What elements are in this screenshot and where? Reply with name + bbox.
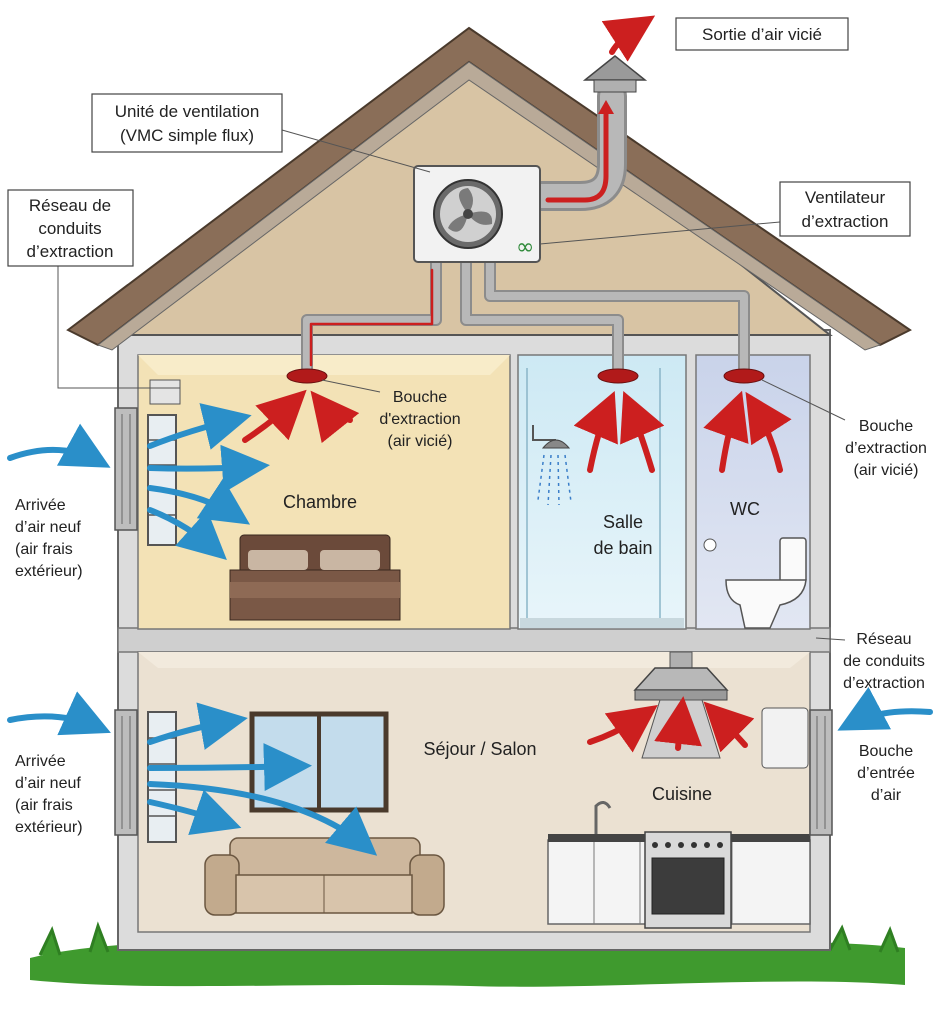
label-fresh-air-bottom: Arrivée d’air neuf (air frais extérieur): [15, 753, 83, 836]
svg-text:(air frais: (air frais: [15, 797, 73, 814]
duct-network: [301, 81, 750, 378]
svg-text:extérieur): extérieur): [15, 819, 83, 836]
bed-icon: [229, 534, 401, 621]
svg-text:Unité de ventilation: Unité de ventilation: [115, 102, 260, 121]
bathroom-label-line2: de bain: [593, 538, 652, 558]
sofa-icon: [204, 837, 445, 916]
svg-text:d’air neuf: d’air neuf: [15, 519, 81, 536]
toilet-icon: [703, 537, 807, 629]
label-vent-right: Bouche d’extraction (air vicié): [845, 418, 927, 479]
svg-text:d'extraction: d'extraction: [379, 411, 460, 428]
svg-text:de conduits: de conduits: [843, 653, 925, 670]
infinity-logo: ∞: [516, 235, 534, 260]
bedroom-window: [147, 414, 177, 546]
svg-text:Réseau: Réseau: [856, 631, 911, 648]
stove-icon: [644, 831, 732, 929]
bathroom: Salle de bain: [517, 354, 687, 630]
svg-text:Bouche: Bouche: [859, 418, 913, 435]
svg-text:(VMC simple flux): (VMC simple flux): [120, 126, 254, 145]
svg-text:d’extraction: d’extraction: [843, 675, 925, 692]
svg-text:d’extraction: d’extraction: [27, 242, 114, 261]
label-duct-network-top: Réseau de conduits d’extraction: [7, 189, 134, 267]
kitchen-air-inlet: [809, 709, 833, 836]
svg-text:d’extraction: d’extraction: [802, 212, 889, 231]
svg-text:d’air neuf: d’air neuf: [15, 775, 81, 792]
svg-text:d’extraction: d’extraction: [845, 440, 927, 457]
svg-text:Sortie d’air vicié: Sortie d’air vicié: [702, 25, 822, 44]
svg-text:(air vicié): (air vicié): [854, 462, 919, 479]
leader-lines: [57, 129, 846, 641]
svg-text:Ventilateur: Ventilateur: [805, 188, 886, 207]
living-label: Séjour / Salon: [423, 739, 536, 759]
svg-text:Réseau de: Réseau de: [29, 196, 111, 215]
label-vent-middle: Bouche d'extraction (air vicié): [379, 389, 460, 450]
label-duct-network-right: Réseau de conduits d’extraction: [843, 631, 925, 692]
label-ventilation-unit: Unité de ventilation (VMC simple flux): [91, 93, 283, 153]
label-air-inlet: Bouche d’entrée d’air: [857, 743, 915, 804]
bedroom-label: Chambre: [283, 492, 357, 512]
wc-label: WC: [730, 499, 760, 519]
svg-text:Arrivée: Arrivée: [15, 753, 66, 770]
ventilation-unit: ∞: [413, 165, 541, 263]
stale-air-arrows: [242, 15, 792, 753]
extraction-vents: [286, 368, 765, 384]
chimney-cap: [582, 55, 648, 93]
bedroom-air-inlet: [114, 407, 138, 531]
label-extraction-fan: Ventilateur d’extraction: [779, 181, 911, 237]
wc-room: WC: [695, 354, 811, 630]
svg-text:conduits: conduits: [38, 219, 101, 238]
kitchen-label: Cuisine: [652, 784, 712, 804]
svg-text:Arrivée: Arrivée: [15, 497, 66, 514]
svg-text:(air frais: (air frais: [15, 541, 73, 558]
label-fresh-air-top: Arrivée d’air neuf (air frais extérieur): [15, 497, 83, 580]
svg-text:Bouche: Bouche: [859, 743, 913, 760]
svg-text:d’entrée: d’entrée: [857, 765, 915, 782]
svg-text:extérieur): extérieur): [15, 563, 83, 580]
fan-icon: [433, 179, 503, 249]
svg-text:Bouche: Bouche: [393, 389, 447, 406]
svg-text:(air vicié): (air vicié): [388, 433, 453, 450]
fresh-air-arrows: [7, 403, 933, 856]
svg-text:d’air: d’air: [871, 787, 902, 804]
living-air-inlet: [114, 709, 138, 836]
label-exhaust-out: Sortie d’air vicié: [675, 17, 849, 51]
bathroom-label-line1: Salle: [603, 512, 643, 532]
shower-icon: [532, 425, 572, 506]
